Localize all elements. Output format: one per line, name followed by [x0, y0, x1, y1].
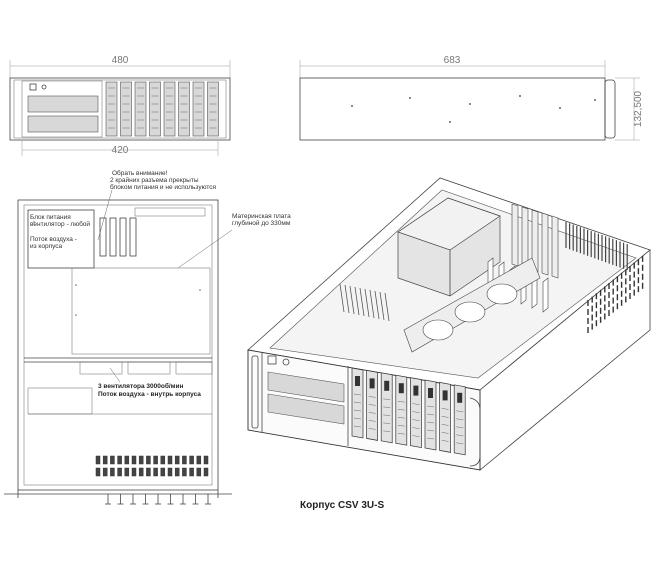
drive-tray-slot — [174, 455, 180, 465]
dim-front-width: 480 — [112, 55, 129, 66]
side-wall-vents — [587, 255, 644, 333]
drive-tray-slot — [110, 467, 115, 477]
front-drive-bay — [149, 81, 161, 137]
front-drive-tray — [424, 379, 437, 451]
drive-tray-slot — [138, 455, 144, 465]
drive-tray-slot — [153, 455, 158, 465]
drive-tray-slot — [110, 455, 115, 465]
fan-wall — [403, 257, 541, 353]
drive-tray-slot — [167, 467, 173, 477]
note-motherboard-1: Материнская плата — [232, 213, 291, 220]
top-drive-row-upper — [95, 455, 209, 465]
note-attention-1: Обрать внимание! — [112, 169, 168, 177]
drive-tray-slot — [138, 467, 144, 477]
note-attention-2: 2 крайних разъема прекрыты — [110, 176, 199, 184]
note-psu-2: вентилятор - любой — [30, 220, 90, 228]
drive-tray-slot — [146, 455, 151, 465]
front-handles-bottom — [105, 494, 211, 505]
drive-tray-slot — [203, 467, 209, 477]
side-view: 683 132,500 — [299, 55, 644, 141]
note-attention-3: блоком питания и не используются — [110, 183, 216, 191]
drive-tray-slot — [167, 455, 173, 465]
front-drive-tray — [366, 369, 378, 441]
top-drive-row-lower — [95, 467, 209, 477]
front-drive-bay — [163, 81, 176, 137]
drive-tray-slot — [102, 455, 108, 465]
dim-side-depth: 683 — [444, 55, 461, 66]
dim-front-inner-width: 420 — [112, 145, 129, 156]
drive-tray-slot — [124, 467, 130, 477]
drive-tray-slot — [196, 467, 202, 477]
caption: Корпус CSV 3U-S — [300, 500, 384, 511]
front-view: 480 420 — [9, 55, 231, 156]
front-drive-tray — [351, 367, 364, 439]
drive-tray-slot — [131, 455, 137, 465]
front-drive-bay — [120, 81, 132, 137]
drive-tray-slot — [153, 467, 158, 477]
back-panel-vents — [565, 222, 628, 271]
dim-side-height: 132,500 — [633, 90, 644, 127]
front-drive-tray — [380, 372, 393, 444]
front-drive-tray — [453, 384, 466, 456]
front-drive-bay — [192, 81, 205, 137]
front-drive-tray — [439, 381, 451, 453]
front-drive-bay — [105, 81, 118, 137]
drive-tray-slot — [160, 467, 166, 477]
drive-tray-slot — [160, 455, 166, 465]
drive-tray-slot — [102, 467, 108, 477]
drive-tray-slot — [124, 455, 130, 465]
drive-tray-slot — [189, 467, 194, 477]
note-airflow-1: Поток воздуха - — [30, 236, 77, 243]
drive-tray-slot — [117, 455, 122, 465]
front-drive-tray — [395, 374, 408, 446]
drive-tray-slot — [182, 455, 187, 465]
note-airflow-2: из корпуса — [30, 243, 63, 250]
note-motherboard-2: глубиной до 330мм — [232, 219, 291, 227]
drive-tray-slot — [146, 467, 151, 477]
top-view — [4, 189, 233, 505]
drive-tray-slot — [131, 467, 137, 477]
isometric-view — [247, 177, 651, 471]
front-drive-bay — [178, 81, 190, 137]
front-drive-bay — [207, 81, 219, 137]
drive-tray-slot — [95, 455, 101, 465]
front-drive-bays — [105, 81, 219, 137]
note-fans-1: 3 вентилятора 3000об/мин — [98, 382, 183, 390]
drive-tray-slot — [203, 455, 209, 465]
front-drive-tray — [410, 377, 422, 449]
note-fans-2: Поток воздуха - внутрь корпуса — [98, 391, 201, 398]
drive-tray-slot — [189, 455, 194, 465]
front-drive-bay — [134, 81, 147, 137]
drive-tray-slot — [196, 455, 202, 465]
notes: Обрать внимание! 2 крайних разъема прекр… — [30, 169, 291, 398]
drive-tray-slot — [95, 467, 101, 477]
drive-tray-slot — [182, 467, 187, 477]
drive-tray-slot — [117, 467, 122, 477]
drive-tray-slot — [174, 467, 180, 477]
note-psu-1: Блок питания — [30, 214, 71, 221]
front-drive-trays — [351, 367, 466, 456]
left-drive-cage — [339, 283, 390, 322]
